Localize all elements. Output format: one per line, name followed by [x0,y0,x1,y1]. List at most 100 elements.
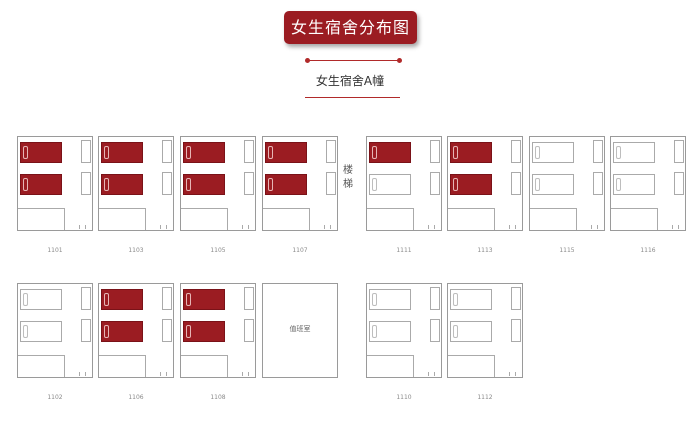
wall-tick [591,225,592,229]
room[interactable]: 00 [98,283,174,378]
bed[interactable]: 0 [183,174,225,195]
room-number: 1107 [292,247,308,254]
room[interactable]: 00 [447,283,523,378]
room[interactable]: 00 [447,136,523,231]
wardrobe [162,172,172,195]
wall-tick [678,225,679,229]
bed[interactable]: 0 [369,321,411,342]
bed-pillow: 0 [453,146,458,159]
wall-tick [515,225,516,229]
wardrobe [81,319,91,342]
wall-tick [330,225,331,229]
wall-tick [85,372,86,376]
wardrobe [593,140,603,163]
wardrobe [430,319,440,342]
room[interactable]: 00 [180,283,256,378]
room[interactable]: 00 [610,136,686,231]
duty-room-label: 值班室 [289,325,311,333]
bed-pillow: 0 [104,293,109,306]
bed-pillow: 0 [535,178,540,191]
bed[interactable]: 0 [532,142,574,163]
room[interactable]: 00 [366,136,442,231]
wardrobe [81,172,91,195]
room-number: 1112 [477,394,493,401]
bed[interactable]: 0 [265,142,307,163]
bathroom [448,355,495,377]
room-number: 1111 [396,247,412,254]
room[interactable]: 00 [98,136,174,231]
bed[interactable]: 0 [101,142,143,163]
bed[interactable]: 0 [450,321,492,342]
title-deco-dot-right [397,58,402,63]
wall-tick [160,225,161,229]
bed[interactable]: 0 [450,289,492,310]
bed-pillow: 0 [616,178,621,191]
room[interactable]: 00 [529,136,605,231]
wall-tick [434,225,435,229]
bed[interactable]: 0 [183,142,225,163]
room[interactable]: 00 [262,136,338,231]
bathroom [181,208,228,230]
bed[interactable]: 0 [20,174,62,195]
room[interactable]: 00 [17,283,93,378]
wardrobe [430,172,440,195]
title-deco-line [307,60,399,61]
bed[interactable]: 0 [613,174,655,195]
wardrobe [81,140,91,163]
wall-tick [509,225,510,229]
wall-tick [166,225,167,229]
bed[interactable]: 0 [183,321,225,342]
wall-tick [515,372,516,376]
bed[interactable]: 0 [613,142,655,163]
bed-pillow: 0 [453,325,458,338]
bed-pillow: 0 [186,325,191,338]
bed[interactable]: 0 [450,142,492,163]
bathroom [263,208,310,230]
room-number: 1115 [559,247,575,254]
wardrobe [511,172,521,195]
wardrobe [162,287,172,310]
wall-tick [79,372,80,376]
bed-pillow: 0 [372,293,377,306]
bed-pillow: 0 [453,178,458,191]
wardrobe [244,287,254,310]
bathroom [448,208,495,230]
wardrobe [244,319,254,342]
room[interactable]: 00 [17,136,93,231]
bathroom [99,208,146,230]
wardrobe [326,172,336,195]
bed[interactable]: 0 [532,174,574,195]
page-title: 女生宿舍分布图 [284,11,417,44]
room[interactable]: 00 [180,136,256,231]
bed-pillow: 0 [268,178,273,191]
bed[interactable]: 0 [369,142,411,163]
wardrobe [430,140,440,163]
bed[interactable]: 0 [183,289,225,310]
bed[interactable]: 0 [265,174,307,195]
bed[interactable]: 0 [101,174,143,195]
wall-tick [428,225,429,229]
duty-room[interactable]: 值班室 [262,283,338,378]
bed[interactable]: 0 [450,174,492,195]
bed[interactable]: 0 [101,289,143,310]
wall-tick [434,372,435,376]
bathroom [367,355,414,377]
wall-tick [85,225,86,229]
bed-pillow: 0 [23,178,28,191]
bed[interactable]: 0 [369,289,411,310]
stairs-label-1: 楼 [343,165,353,176]
stairs-label-2: 梯 [343,179,353,190]
bed[interactable]: 0 [369,174,411,195]
bed[interactable]: 0 [101,321,143,342]
room[interactable]: 00 [366,283,442,378]
bed[interactable]: 0 [20,321,62,342]
building-subtitle: 女生宿舍A幢 [315,74,385,88]
wall-tick [248,372,249,376]
bed-pillow: 0 [268,146,273,159]
bed[interactable]: 0 [20,289,62,310]
bed-pillow: 0 [372,325,377,338]
bed-pillow: 0 [23,293,28,306]
bathroom [18,355,65,377]
bathroom [611,208,658,230]
bed[interactable]: 0 [20,142,62,163]
